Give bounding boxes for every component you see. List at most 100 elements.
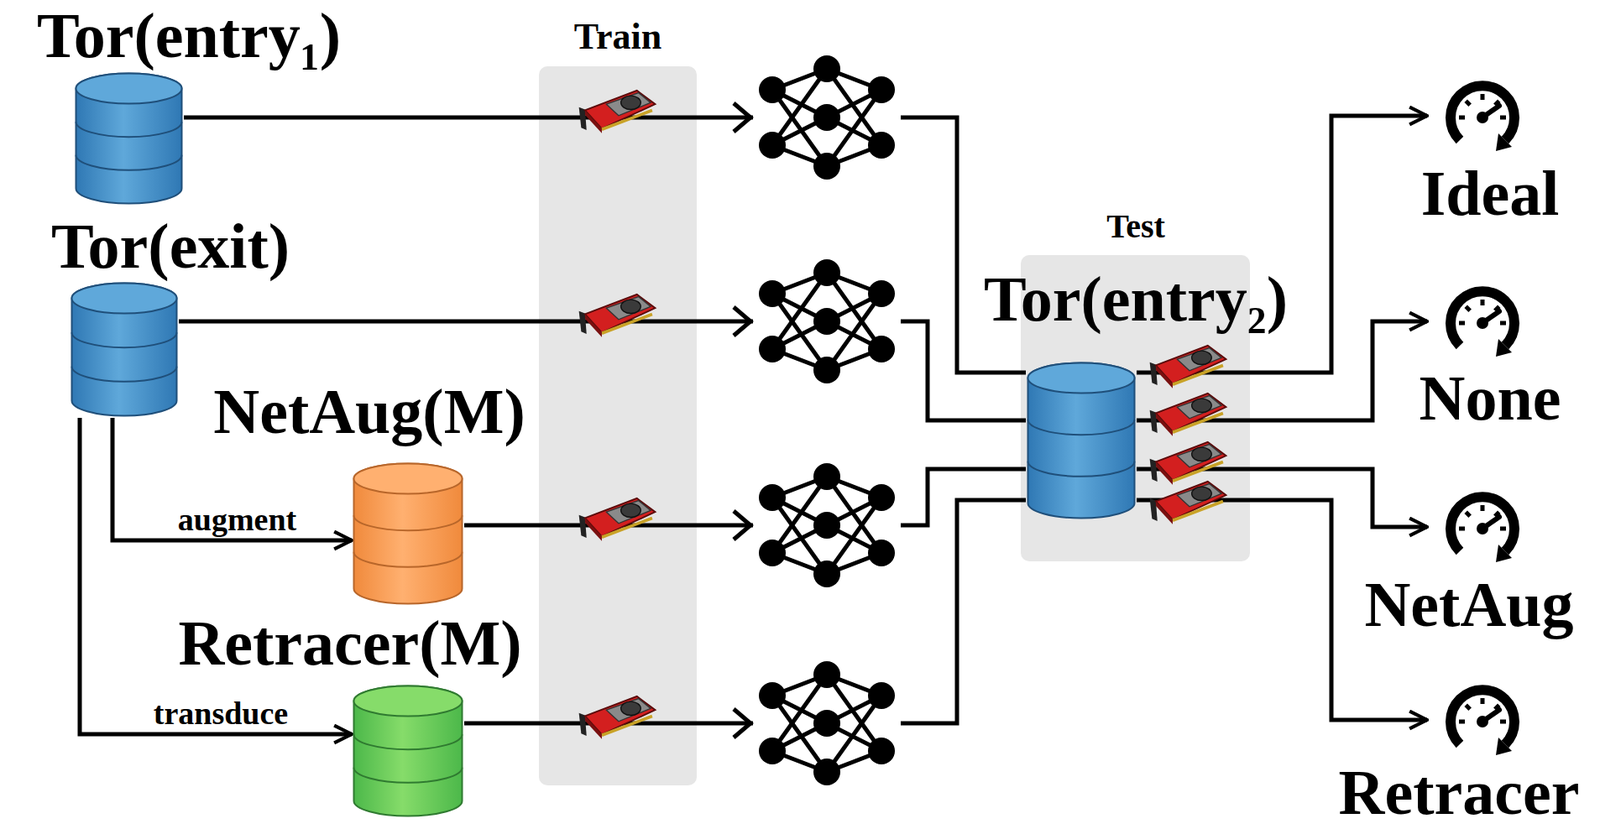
cylinder-band [354,552,463,568]
gauge-label: Retracer [1338,760,1580,825]
net-neuron [867,484,895,512]
gauge-arrow [1495,737,1512,756]
net-ground [752,460,901,591]
cylinder-top [354,686,463,717]
gauge-node: Ideal [1427,73,1553,158]
net-neuron [813,758,841,786]
gauge-tick [1465,705,1470,710]
gauge-arc [1450,690,1515,745]
net-neuron [813,55,841,83]
cylinder-band [76,121,183,137]
cylinder-band [354,734,463,750]
gauge-tick [1480,505,1485,512]
stage-band: TestTor(entry₂) [1020,209,1250,562]
net-neuron [813,710,841,738]
gpu-icon [1150,481,1227,525]
connector [464,500,1026,724]
gpu-icon [1150,345,1227,389]
net-neuron [813,152,841,180]
cylinder-band [76,155,183,171]
net-neuron [813,463,841,491]
cylinder-band [1028,419,1135,435]
edge-label: transduce [151,697,290,730]
database-node: Tor(entry₂) [1025,360,1137,521]
gauge-tick [1458,527,1465,532]
net-neuron [813,356,841,384]
band-shape [538,66,697,786]
database-cylinder [351,461,465,607]
gauge-hub [1476,111,1489,124]
net-neuron [867,280,895,308]
net-neuron [758,484,786,512]
net-neuron [867,539,895,567]
database-label: Tor(exit) [51,214,290,278]
net-neuron [813,104,841,131]
band-label: Test [1106,209,1166,244]
database-label: Tor(entry₁) [36,3,341,68]
gauge-tick [1480,94,1485,100]
gauge-arrow [1495,133,1512,152]
database-node: Tor(exit) [69,281,179,419]
cylinder-body [72,283,178,417]
gpu-icon [579,90,656,134]
gauge-hub [1476,716,1489,728]
gpu-icon [1150,393,1227,437]
gauge-node: None [1427,279,1553,364]
gauge-tick [1480,698,1485,705]
edge-label: augment [176,503,299,536]
gauge-tick [1500,527,1506,532]
cylinder-top [1028,363,1135,394]
net-neuron [758,280,786,308]
band-label: Train [574,18,662,56]
gauge-label: None [1419,366,1562,430]
cylinder-body [354,464,463,605]
gauge-tick [1500,720,1506,725]
net-neuron [813,512,841,539]
database-label: NetAug(M) [213,379,525,444]
gauge-tick [1465,512,1470,517]
gauge-icon [1427,485,1553,570]
net-ground [752,256,901,387]
gauge-hub [1476,317,1489,330]
gauge-tick [1465,100,1470,105]
gauge-tick [1500,321,1506,326]
net-neuron [867,682,895,710]
neural-net-icon [752,658,901,790]
database-label: Tor(entry₂) [983,266,1288,331]
net-neuron [867,737,895,765]
gauge-icon [1427,678,1553,763]
connector [79,418,352,735]
neural-net-icon [752,256,901,387]
cylinder-body [1028,363,1135,519]
gauge-tick [1458,321,1465,326]
gpu-icon [579,294,656,338]
database-cylinder [69,281,179,419]
net-ground [752,52,901,184]
net-neuron [758,76,786,104]
gpu-icon [579,696,656,740]
gpu-icon [579,498,656,542]
database-cylinder [351,684,465,819]
gauge-tick [1458,720,1465,725]
gauge-tick [1500,115,1506,121]
net-neuron [758,737,786,765]
gauge-label: NetAug [1364,572,1574,637]
net-ground [752,658,901,790]
cylinder-band [72,332,178,348]
gpu-icon [1150,442,1227,486]
gauge-node: NetAug [1427,485,1553,570]
cylinder-band [72,366,178,382]
connector [1136,321,1428,421]
gauge-icon [1427,279,1553,364]
gauge-tick [1458,115,1465,121]
neural-net-icon [752,460,901,591]
database-label: Retracer(M) [177,611,522,675]
gauge-tick [1465,306,1470,311]
net-neuron [758,682,786,710]
connector [464,469,1026,526]
arrow-head [733,709,751,738]
arrow-head [733,511,751,540]
cylinder-band [1028,461,1135,477]
cylinder-band [354,768,463,784]
